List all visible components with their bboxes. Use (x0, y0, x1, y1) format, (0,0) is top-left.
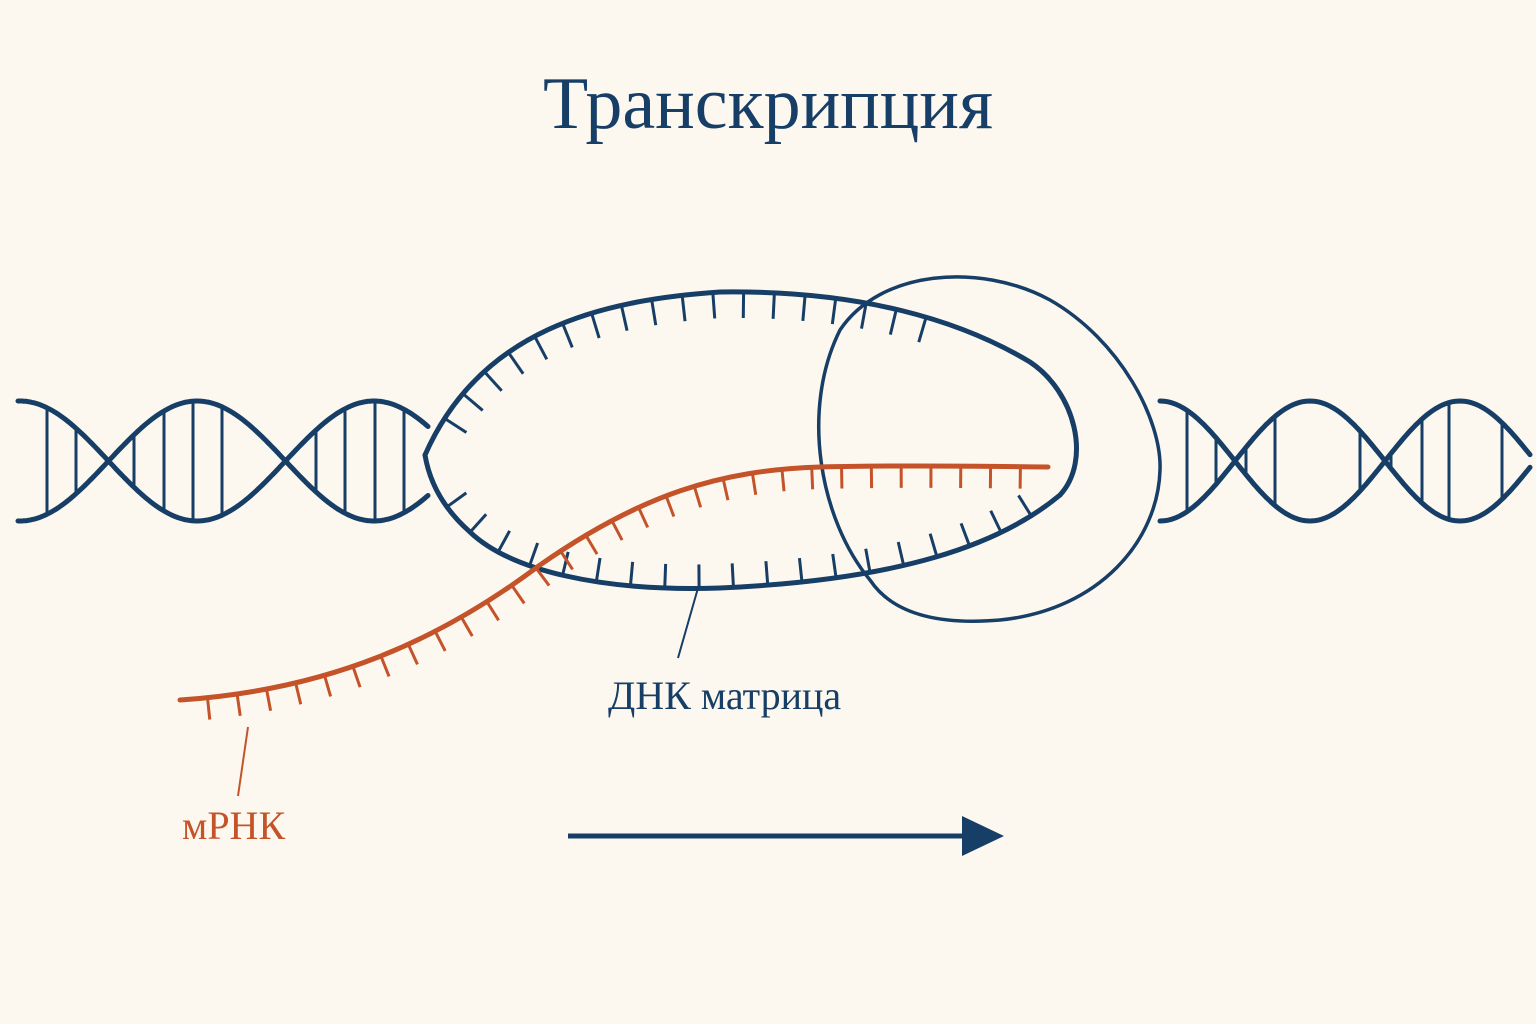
base-tick (801, 294, 807, 322)
rna-base-tick (584, 534, 599, 555)
base-tick (528, 542, 540, 567)
rna-base-tick (810, 467, 815, 490)
rna-base-tick (433, 630, 447, 652)
base-tick (888, 308, 898, 335)
dna-label-leader (677, 587, 699, 659)
label-leaders (237, 587, 699, 797)
base-tick (797, 557, 804, 583)
transcription-bubble (422, 289, 1079, 591)
page-title: Транскрипция (542, 63, 994, 145)
rna-base-tick (265, 688, 273, 712)
base-tick (445, 491, 468, 509)
base-tick (561, 551, 570, 576)
base-tick (594, 557, 602, 582)
rna-base-tick (485, 600, 500, 622)
base-tick (1017, 494, 1033, 517)
base-tick (771, 292, 776, 319)
base-tick (628, 561, 635, 586)
base-tick (896, 541, 906, 566)
rna-base-tick (294, 682, 303, 705)
rna-base-tick (206, 697, 212, 720)
base-tick (663, 563, 668, 589)
base-tick (830, 298, 838, 325)
base-tick (680, 295, 687, 322)
rna-base-tick (323, 674, 333, 697)
base-tick (619, 304, 629, 332)
rna-base-tick (692, 485, 703, 508)
rna-base-tick (406, 643, 419, 665)
base-tick (831, 553, 838, 578)
base-tick (711, 292, 717, 319)
arrow-head-icon (962, 816, 1004, 856)
base-tick (989, 510, 1003, 534)
mrna-strand (177, 463, 1051, 720)
base-tick (590, 312, 601, 339)
base-tick (443, 417, 468, 434)
mrna-label: мРНК (182, 803, 286, 848)
base-tick (533, 335, 549, 361)
rna-polymerase-loop (817, 275, 1162, 623)
rna-base-tick (664, 495, 676, 518)
helix-strand (15, 398, 431, 524)
mrna-backbone (177, 463, 1051, 703)
rna-base-tick (610, 519, 624, 541)
base-tick (730, 563, 735, 588)
right-dna-helix (1157, 398, 1533, 524)
left-dna-helix (15, 398, 431, 524)
mrna-label-leader (237, 726, 249, 797)
rna-base-tick (559, 550, 574, 571)
base-tick (959, 522, 971, 547)
rna-base-tick (379, 655, 391, 678)
rna-base-tick (534, 567, 551, 587)
rna-base-tick (750, 472, 758, 496)
helix-strand (1157, 398, 1533, 524)
base-tick (561, 322, 574, 349)
polymerase-outline (817, 275, 1162, 623)
base-tick (928, 533, 939, 558)
rna-base-tick (460, 616, 474, 637)
base-tick (764, 561, 770, 586)
rna-base-tick (721, 478, 730, 501)
coding-strand (422, 289, 1079, 498)
base-tick (496, 530, 511, 553)
dna-template-label: ДНК матрица (608, 673, 842, 718)
rna-base-tick (780, 469, 786, 492)
direction-arrow (568, 816, 1004, 856)
rna-base-tick (510, 584, 526, 605)
base-tick (507, 351, 525, 375)
helix-strand (1157, 398, 1533, 524)
base-tick (650, 299, 658, 326)
base-tick (469, 513, 488, 534)
base-tick (860, 302, 868, 329)
base-tick (864, 548, 872, 573)
rna-base-tick (637, 506, 650, 529)
base-tick (917, 316, 928, 343)
rna-base-tick (351, 665, 362, 688)
helix-strand (15, 398, 431, 524)
base-tick (483, 370, 503, 392)
rna-base-tick (235, 693, 242, 717)
base-tick (461, 392, 484, 412)
